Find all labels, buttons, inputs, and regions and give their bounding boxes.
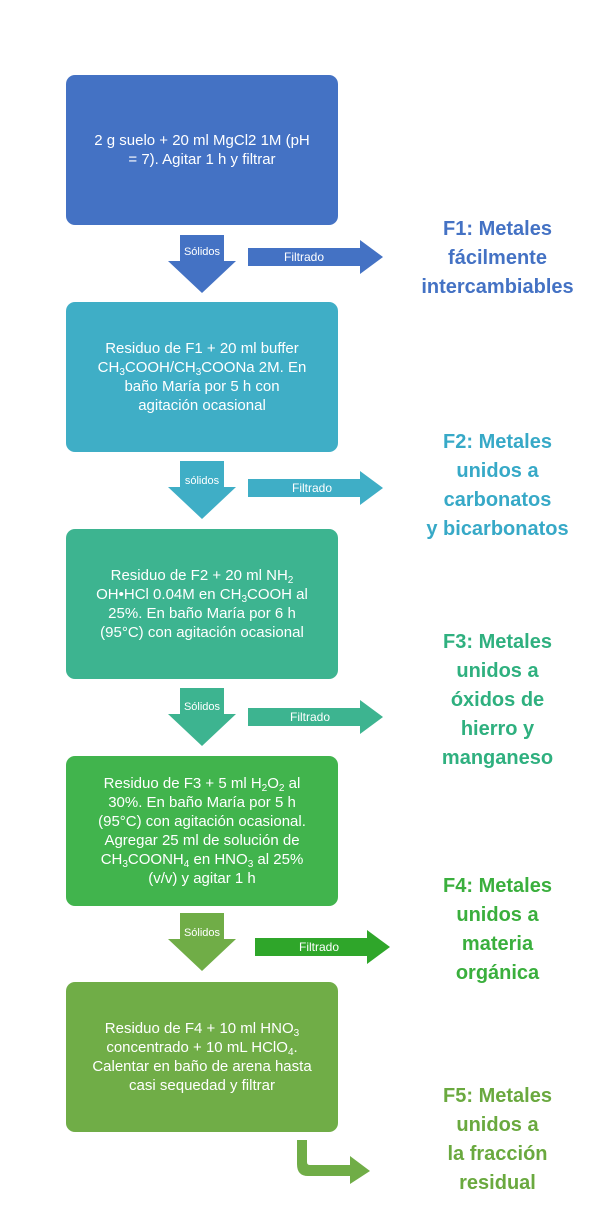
bent-arrow [297,1140,370,1184]
step-5-sub-a: 3 [293,1028,300,1039]
result-f3-line-3: óxidos de [450,689,545,711]
step-3-text-line-1: Residuo de F2 + 20 ml NH [110,567,288,584]
down-label-2: sólidos [184,475,220,487]
result-f3-line-2: unidos a [456,660,539,682]
step-3-text-cooh: COOH al [247,586,308,603]
step-3-sub-b: 3 [241,594,247,605]
step-3-text-line-4: (95°C) con agitación ocasional [100,624,304,641]
right-label-2: Filtrado [291,481,332,495]
down-arrow-2 [168,461,236,519]
step-2-sub-b: 3 [195,367,202,378]
result-f2-line-4: y bicarbonatos [426,518,569,540]
step-2-text-ch-a: CH [97,359,120,376]
step-3-sub-a: 2 [287,575,294,586]
step-4-text-ch: CH [100,851,123,868]
result-f5-line-1: F5: Metales [443,1085,552,1107]
step-4-text-hno: en HNO [189,851,248,868]
step-5-text-line-3: Calentar en baño de arena hasta [92,1058,312,1075]
down-label-3: Sólidos [183,701,221,713]
result-f4-line-3: materia [461,933,534,955]
step-5-text-line-1: Residuo de F4 + 10 ml HNO [104,1020,294,1037]
step-5-sub-b: 4 [287,1047,294,1058]
result-f4: F4: Metales unidos a materia orgánica [400,872,595,988]
result-f2: F2: Metales unidos a carbonatos y bicarb… [400,428,595,544]
right-arrow-3 [248,700,383,734]
result-f5: F5: Metales unidos a la fracción residua… [400,1082,595,1198]
step-4-text-o: O [267,775,279,792]
step-4-text-al: al [284,775,301,792]
result-f1-line-2: fácilmente [448,247,547,269]
result-f4-line-1: F4: Metales [443,875,552,897]
step-2-box: Residuo de F1 + 20 ml buffer CH3COOH/CH3… [66,302,338,452]
result-f5-line-4: residual [459,1172,536,1194]
result-f1-line-3: intercambiables [421,276,574,298]
result-f3-line-1: F3: Metales [443,631,552,653]
step-5-text-line-4: casi sequedad y filtrar [129,1077,275,1094]
right-arrow-1 [248,240,383,274]
step-3-text-line-3: 25%. En baño María por 6 h [108,605,296,622]
down-arrow-4 [168,913,236,971]
step-4-text-line-1: Residuo de F3 + 5 ml H [103,775,262,792]
step-2-text-coona: COONa 2M. En [201,359,307,376]
step-3-text-line-2: OH•HCl 0.04M en CH [96,586,242,603]
down-label-1: Sólidos [183,246,221,258]
step-4-text-line-2: 30%. En baño María por 5 h [108,794,296,811]
step-5-text-dot: . [293,1039,298,1056]
result-f1: F1: Metales fácilmente intercambiables [400,215,595,302]
step-5-text-line-2: concentrado + 10 mL HClO [106,1039,288,1056]
down-arrow-3 [168,688,236,746]
step-1-text-line-2: = 7). Agitar 1 h y filtrar [128,151,276,168]
step-2-text-line-3: baño María por 5 h con [124,378,280,395]
step-4-sub-e: 3 [247,859,254,870]
right-arrow-4 [255,930,390,964]
step-4-text-line-4: Agregar 25 ml de solución de [104,832,300,849]
result-f4-line-4: orgánica [455,962,540,984]
result-f2-line-1: F2: Metales [443,431,552,453]
step-4-text-line-6: (v/v) y agitar 1 h [148,870,256,887]
right-label-3: Filtrado [289,710,330,724]
result-f2-line-3: carbonatos [443,489,552,511]
step-4-box: Residuo de F3 + 5 ml H2O2 al 30%. En bañ… [66,756,338,906]
step-4-text-coonh: COONH [127,851,184,868]
step-2-sub-a: 3 [119,367,125,378]
step-5-box: Residuo de F4 + 10 ml HNO3 concentrado +… [66,982,338,1132]
result-f5-line-2: unidos a [456,1114,539,1136]
result-f3-line-4: hierro y [460,718,535,740]
result-f5-line-3: la fracción [447,1143,548,1165]
step-2-text-cooh: COOH/CH [124,359,196,376]
step-1-text-line-1: 2 g suelo + 20 ml MgCl2 1M (pH [94,132,310,149]
right-arrow-2 [248,471,383,505]
step-4-sub-b: 2 [278,783,285,794]
result-f4-line-2: unidos a [456,904,539,926]
step-3-box: Residuo de F2 + 20 ml NH2 OH•HCl 0.04M e… [66,529,338,679]
result-f3: F3: Metales unidos a óxidos de hierro y … [400,628,595,773]
result-f2-line-2: unidos a [456,460,539,482]
step-4-text-pct: al 25% [253,851,304,868]
right-label-1: Filtrado [283,250,324,264]
result-f3-line-5: manganeso [441,747,554,769]
step-4-sub-c: 3 [122,859,128,870]
step-4-text-line-3: (95°C) con agitación ocasional. [98,813,306,830]
result-f1-line-1: F1: Metales [443,218,552,240]
down-arrow-1 [168,235,236,293]
down-label-4: Sólidos [183,927,221,939]
step-2-text-line-1: Residuo de F1 + 20 ml buffer [105,340,299,357]
step-2-text-line-4: agitación ocasional [138,397,266,414]
step-4-sub-d: 4 [183,859,190,870]
right-label-4: Filtrado [298,940,339,954]
step-1-box: 2 g suelo + 20 ml MgCl2 1M (pH = 7). Agi… [66,75,338,225]
step-4-sub-a: 2 [261,783,268,794]
